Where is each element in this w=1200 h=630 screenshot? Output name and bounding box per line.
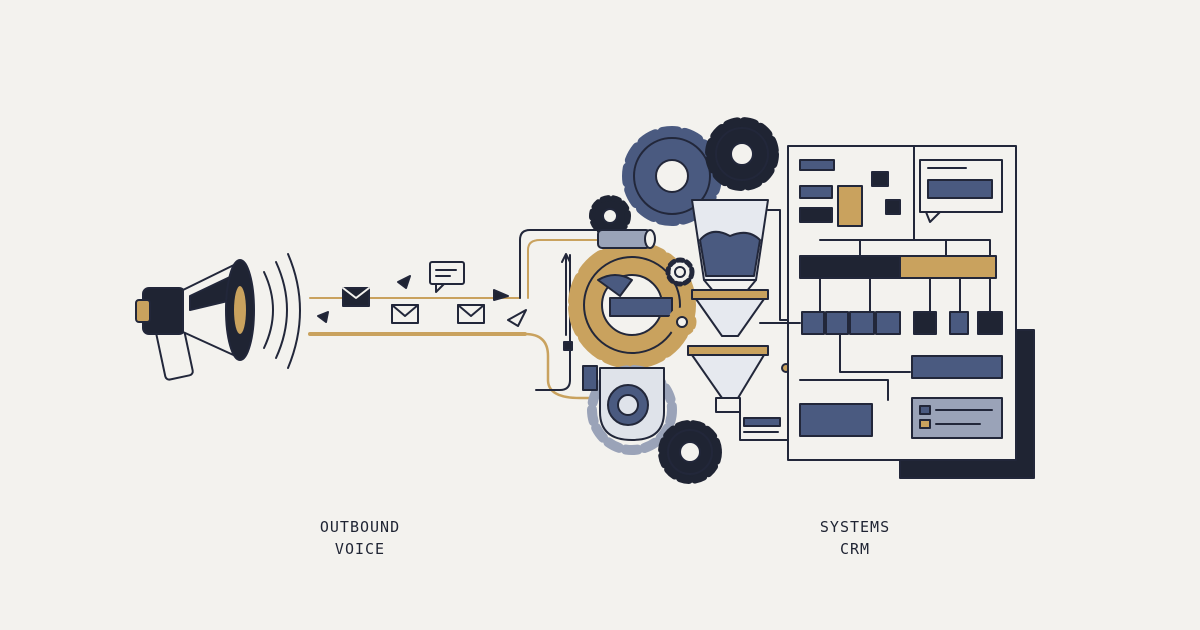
caption-line: SYSTEMS <box>819 518 891 536</box>
gear-icon <box>658 420 722 484</box>
caption-line: OUTBOUND <box>319 518 401 536</box>
caption-line: VOICE <box>334 540 386 558</box>
funnel-icon <box>691 199 769 293</box>
gear-icon <box>665 257 695 287</box>
paper-plane-icon <box>493 289 509 301</box>
paper-plane-icon <box>397 275 411 289</box>
gear-icon <box>705 117 779 191</box>
envelope-icon <box>342 287 370 307</box>
gear-icon <box>667 307 697 337</box>
envelope-icon <box>457 304 485 324</box>
caption-line: CRM <box>839 540 871 558</box>
megaphone-icon <box>135 253 301 381</box>
paper-plane-icon <box>507 309 527 327</box>
dashboard-panel-icon <box>759 145 1035 479</box>
gear-icon <box>622 126 722 226</box>
gear-icon <box>568 241 696 369</box>
gear-icon <box>587 365 677 455</box>
funnel-icon <box>687 345 769 413</box>
funnel-icon <box>691 289 769 337</box>
paper-plane-icon <box>317 311 329 323</box>
gear-icon <box>589 195 631 237</box>
chat-bubble-icon <box>429 261 465 293</box>
envelope-icon <box>391 304 419 324</box>
outbound-voice-caption: OUTBOUND VOICE <box>290 516 430 560</box>
systems-crm-caption: SYSTEMS CRM <box>785 516 925 560</box>
